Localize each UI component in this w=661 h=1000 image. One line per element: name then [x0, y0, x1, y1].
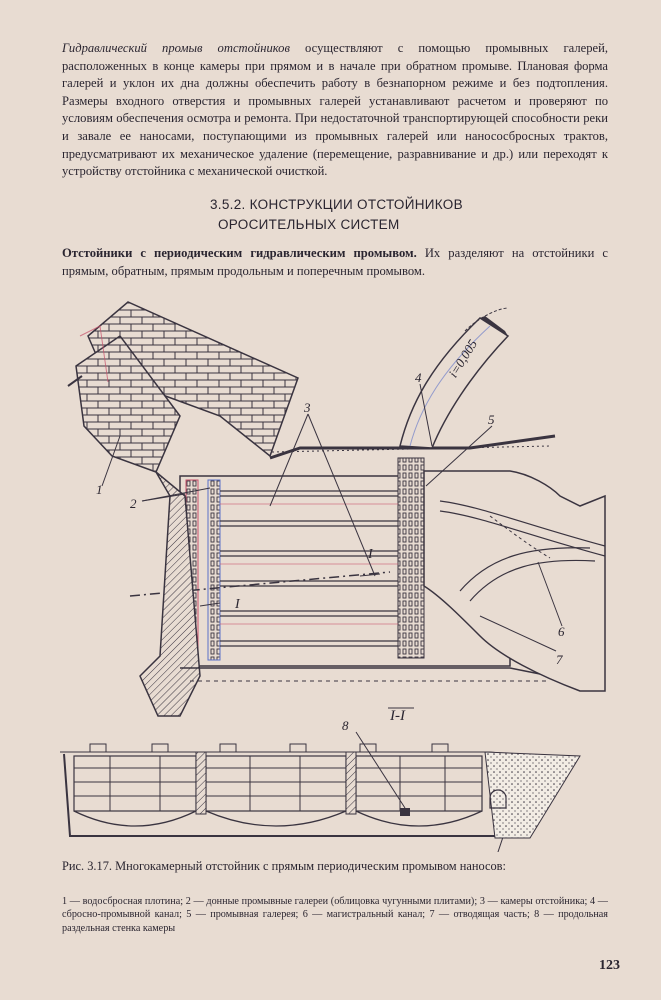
paragraph-lead: Гидравлический промыв отстойников: [62, 41, 290, 55]
section-heading-line2: ОРОСИТЕЛЬНЫХ СИСТЕМ: [218, 217, 400, 232]
figure-legend: 1 — водосбросная плотина; 2 — донные про…: [62, 896, 608, 934]
cross-section: [60, 731, 581, 852]
label-7: 7: [556, 652, 563, 667]
figure-caption: Рис. 3.17. Многокамерный отстойник с пря…: [62, 859, 506, 873]
settling-basin-figure: i=0,005: [60, 301, 606, 852]
label-3: 3: [303, 400, 311, 415]
paragraph-text: осуществляют с помощью промывных галерей…: [62, 41, 608, 179]
label-5: 5: [488, 412, 495, 427]
section-heading: 3.5.2. КОНСТРУКЦИИ ОТСТОЙНИКОВ ОРОСИТЕЛЬ…: [210, 195, 510, 235]
left-wall: [139, 471, 201, 717]
label-2: 2: [130, 496, 137, 511]
section-mark-right: I: [367, 547, 374, 562]
paragraph-periodic-flushing: Отстойники с периодическим гидравлически…: [62, 245, 608, 280]
label-8: 8: [342, 718, 349, 733]
paragraph-hydraulic-flushing: Гидравлический промыв отстойников осущес…: [62, 40, 608, 181]
paragraph-lead: Отстойники с периодическим гидравлически…: [62, 246, 417, 260]
label-4: 4: [415, 370, 422, 385]
section-title: I-I: [389, 708, 406, 724]
spillway-dam: [67, 301, 299, 473]
label-6: 6: [558, 624, 565, 639]
section-mark-left: I: [234, 597, 241, 612]
section-heading-line1: 3.5.2. КОНСТРУКЦИИ ОТСТОЙНИКОВ: [210, 197, 463, 212]
main-canal: [423, 470, 606, 692]
leader-lines: [101, 383, 563, 652]
paragraph-text: Их разделяют на отстойники с прямым, обр…: [62, 246, 608, 278]
page-number: 123: [599, 958, 620, 973]
label-1: 1: [96, 482, 103, 497]
